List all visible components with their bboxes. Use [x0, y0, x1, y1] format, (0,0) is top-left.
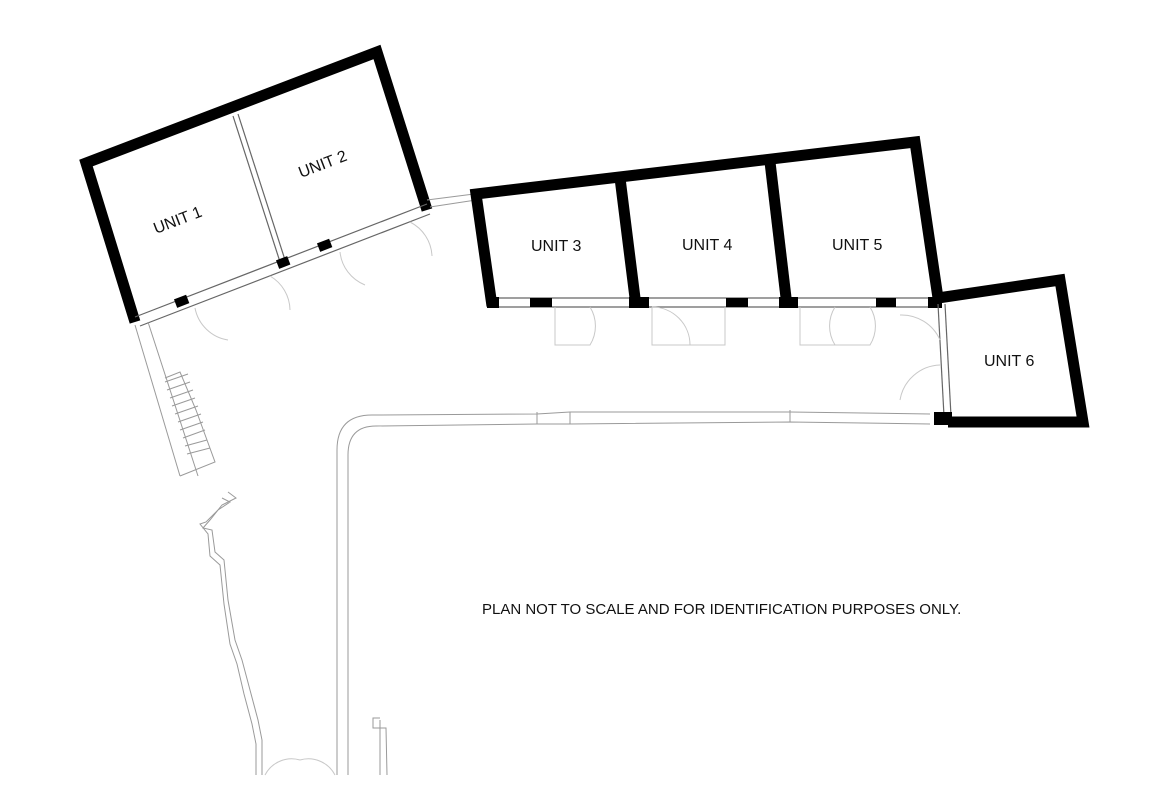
- unit-1-label: UNIT 1: [151, 204, 204, 238]
- lower-right-jamb-b: [372, 717, 388, 776]
- connector-line-a: [426, 193, 475, 201]
- unit-3-5-outer-wall: [469, 135, 944, 307]
- stair-treads: [164, 373, 211, 455]
- unit-3-4-post: [629, 297, 649, 308]
- central-wall-inner: [347, 421, 931, 775]
- unit-5-door-swing: [799, 306, 876, 346]
- unit-6-door-swing: [899, 314, 941, 401]
- unit-1-2-frontage-line-b: [139, 213, 431, 327]
- unit-4-door-swing: [651, 306, 726, 346]
- unit-2-label: UNIT 2: [296, 148, 349, 182]
- unit-4-post: [726, 298, 748, 307]
- courtyard-boundary: [134, 321, 931, 776]
- unit-4-label: UNIT 4: [682, 237, 732, 254]
- unit-6-corner-post: [934, 412, 952, 425]
- unit-1-door-swing: [194, 275, 291, 341]
- unit-2-door-swing: [339, 221, 433, 286]
- unit-1-2-party-wall-b: [237, 113, 287, 264]
- unit-3-4-party-wall: [614, 177, 642, 307]
- unit-4-5-post: [779, 297, 798, 308]
- unit-6-frontage-line-b: [944, 303, 952, 417]
- unit-3-door-swing: [554, 306, 596, 346]
- unit-1-2-post: [275, 256, 291, 269]
- unit-5-right-post: [928, 297, 942, 308]
- stair-outline: [164, 371, 216, 477]
- left-lower-wall-a: [202, 491, 263, 775]
- unit-2-post: [316, 238, 333, 252]
- bottom-door-swing: [264, 758, 336, 776]
- plan-note: PLAN NOT TO SCALE AND FOR IDENTIFICATION…: [482, 601, 961, 618]
- unit-1-post: [173, 294, 190, 308]
- unit-5-post: [876, 298, 896, 307]
- left-lower-wall-b: [199, 497, 257, 775]
- unit-1-2-block: UNIT 1 UNIT 2: [79, 44, 433, 341]
- central-wall-outer: [336, 411, 931, 775]
- unit-1-2-party-wall-a: [232, 115, 282, 266]
- unit-4-5-party-wall: [764, 161, 793, 307]
- unit-3-post: [530, 298, 552, 307]
- left-passage-line-a: [134, 324, 181, 477]
- unit-3-left-post: [487, 297, 499, 308]
- unit-6-block: UNIT 6: [899, 273, 1090, 428]
- connector-line-b: [429, 199, 477, 208]
- unit-6-frontage-line-a: [937, 303, 945, 417]
- unit-6-outer-wall: [937, 273, 1090, 428]
- unit-5-label: UNIT 5: [832, 237, 882, 254]
- unit-1-2-outer-wall: [79, 44, 433, 324]
- unit-3-5-block: UNIT 3 UNIT 4 UNIT 5: [469, 135, 944, 346]
- left-passage-line-b: [147, 321, 199, 477]
- unit-6-label: UNIT 6: [984, 353, 1034, 370]
- unit-3-label: UNIT 3: [531, 238, 581, 255]
